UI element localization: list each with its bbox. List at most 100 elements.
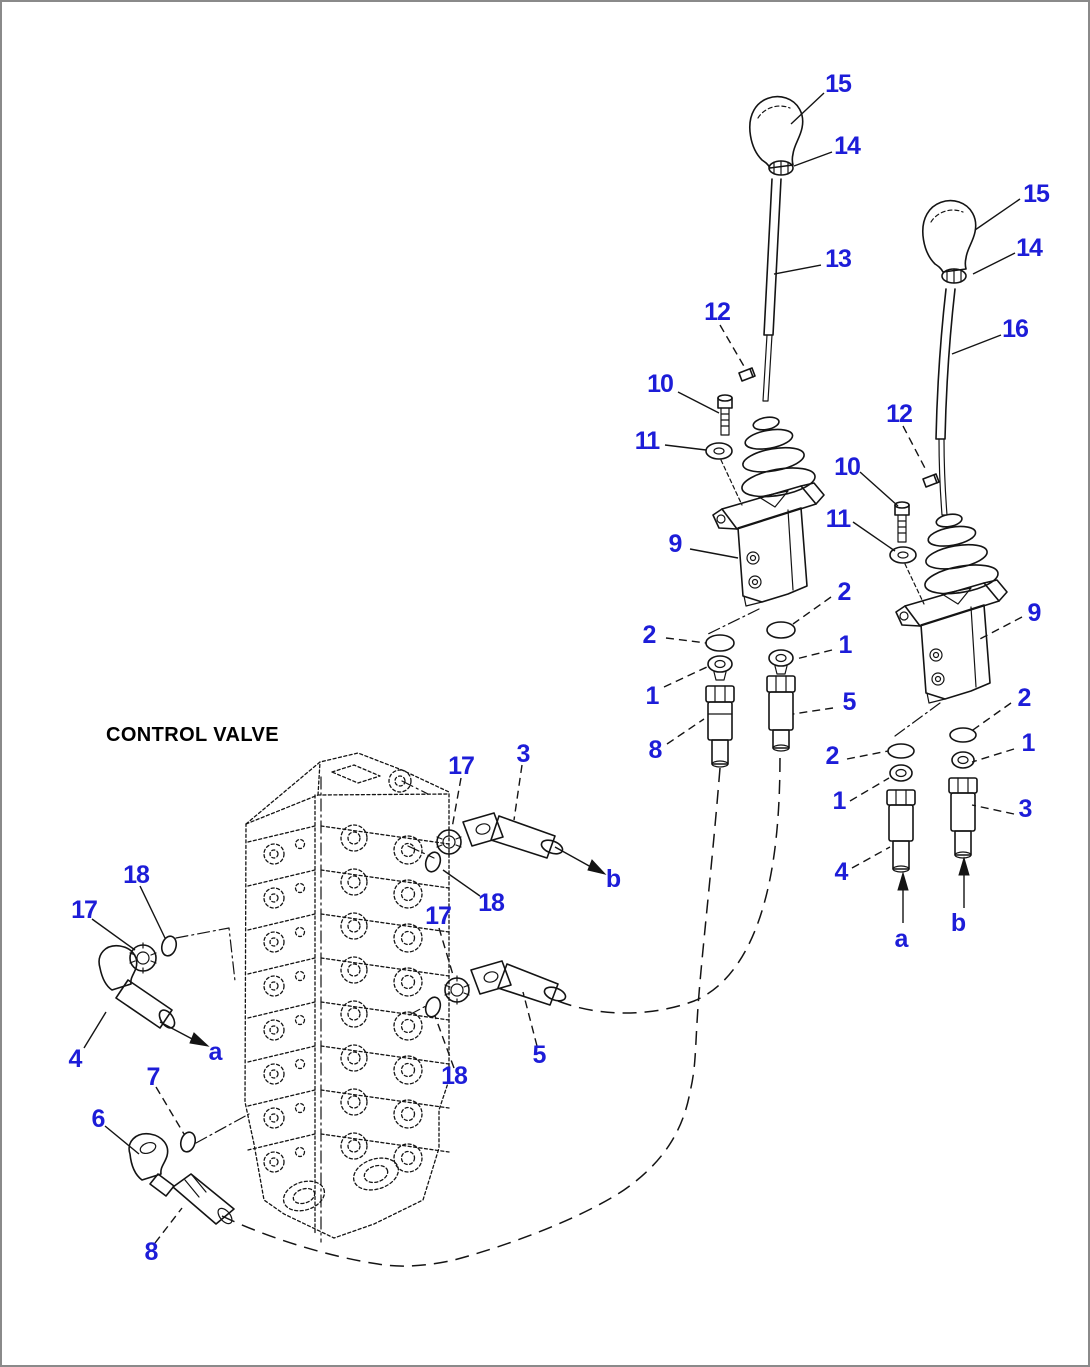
leader-line <box>902 425 928 473</box>
callout-10-4: 10 <box>647 370 673 398</box>
nut-17 <box>436 827 462 857</box>
callout-12-16: 12 <box>886 400 912 428</box>
nipple-1 <box>768 649 794 675</box>
callout-18-32: 18 <box>441 1062 468 1090</box>
valve-section-lines <box>247 825 450 1153</box>
leader-line <box>154 1207 183 1244</box>
callout-4-25: 4 <box>835 858 849 886</box>
nipple-1 <box>889 764 913 782</box>
callout-b-34: b <box>606 865 621 893</box>
leader-line <box>522 991 538 1047</box>
bolt-10-right <box>894 501 910 543</box>
leader-line <box>851 846 891 869</box>
nut-17 <box>444 975 470 1005</box>
callout-1-21: 1 <box>1022 729 1036 757</box>
leader-line <box>104 1125 140 1155</box>
callout-17-28: 17 <box>448 752 474 780</box>
valve-body-right <box>920 604 991 704</box>
connector-5 <box>766 675 796 752</box>
leader-line <box>792 596 832 625</box>
leader-line <box>793 151 833 167</box>
leader-line <box>663 666 708 688</box>
elbow-4 <box>98 944 176 1029</box>
connector-8 <box>705 685 735 768</box>
nut-17 <box>129 942 157 974</box>
leader-line <box>442 869 481 897</box>
port-projection-lines <box>175 780 435 1144</box>
leader-line <box>849 777 890 802</box>
callout-5-33: 5 <box>533 1041 547 1069</box>
callout-2-10: 2 <box>643 621 656 649</box>
callout-a-38: a <box>209 1038 224 1066</box>
leader-line <box>677 391 720 414</box>
leader-line <box>974 198 1021 231</box>
leader-line <box>790 92 825 125</box>
valve-body-left <box>737 507 808 607</box>
bolt-10-left <box>717 394 733 436</box>
callout-1-24: 1 <box>833 787 847 815</box>
callout-14-14: 14 <box>1016 234 1043 262</box>
elbow-5 <box>470 960 567 1006</box>
mounting-plate-right <box>895 579 1008 627</box>
washer-11-left <box>705 442 743 506</box>
o-ring-2 <box>887 743 915 759</box>
o-ring-18 <box>424 851 442 873</box>
left-valve-port-fittings <box>705 608 796 768</box>
inlet-boss <box>388 769 412 793</box>
right-valve-port-fittings <box>886 702 978 873</box>
leader-line <box>155 1086 185 1135</box>
leader-line <box>971 804 1015 815</box>
callout-8-12: 8 <box>649 736 663 764</box>
leader-line <box>451 777 462 829</box>
callout-10-17: 10 <box>834 453 860 481</box>
leader-line <box>91 918 136 951</box>
cap-2 <box>766 621 796 639</box>
leader-line <box>773 264 822 275</box>
leader-line <box>434 1015 455 1069</box>
hose-port-5 <box>557 755 781 1014</box>
bottom-left-fitting-group <box>128 1131 235 1225</box>
callout-17-36: 17 <box>71 896 97 924</box>
callout-12-3: 12 <box>704 298 730 326</box>
lever-13 <box>762 178 782 402</box>
diagram-title: CONTROL VALVE <box>106 724 279 746</box>
leader-line <box>664 444 707 451</box>
connector-8-bottom <box>172 1173 235 1225</box>
arrow-a-right <box>897 871 909 923</box>
callout-3-29: 3 <box>517 740 530 768</box>
o-ring-2 <box>705 634 735 652</box>
control-valve-block <box>175 752 450 1243</box>
leader-line <box>665 637 707 644</box>
callout-5-9: 5 <box>843 688 857 716</box>
nut-14-left <box>768 160 794 176</box>
nut-14-right <box>941 268 967 284</box>
nipple-1 <box>951 751 975 769</box>
leader-line <box>971 748 1015 763</box>
connector-4 <box>886 789 916 873</box>
callout-9-19: 9 <box>1028 599 1041 627</box>
pilot-hoses <box>221 755 781 1267</box>
callout-2-23: 2 <box>826 742 839 770</box>
callout-11-5: 11 <box>635 427 661 455</box>
arrow-b-right <box>958 856 970 908</box>
right-ppc-valve-9 <box>889 501 1008 704</box>
callout-1-11: 1 <box>646 682 660 710</box>
set-screw-12-right <box>922 473 940 488</box>
flow-arrows <box>159 846 970 1047</box>
nipple-1 <box>707 655 733 681</box>
arrow-a-left <box>159 1021 210 1047</box>
leader-line <box>852 521 896 552</box>
callout-14-1: 14 <box>834 132 861 160</box>
callout-13-2: 13 <box>825 245 851 273</box>
o-ring-18 <box>424 996 442 1018</box>
knob-15-right <box>922 199 977 273</box>
washer-11-right <box>889 546 925 605</box>
mounting-plate-left <box>712 482 825 530</box>
callout-3-22: 3 <box>1019 795 1032 823</box>
callout-7-39: 7 <box>147 1063 160 1091</box>
o-ring-18 <box>160 935 178 957</box>
callout-11-18: 11 <box>826 505 852 533</box>
set-screw-12-left <box>738 367 756 382</box>
